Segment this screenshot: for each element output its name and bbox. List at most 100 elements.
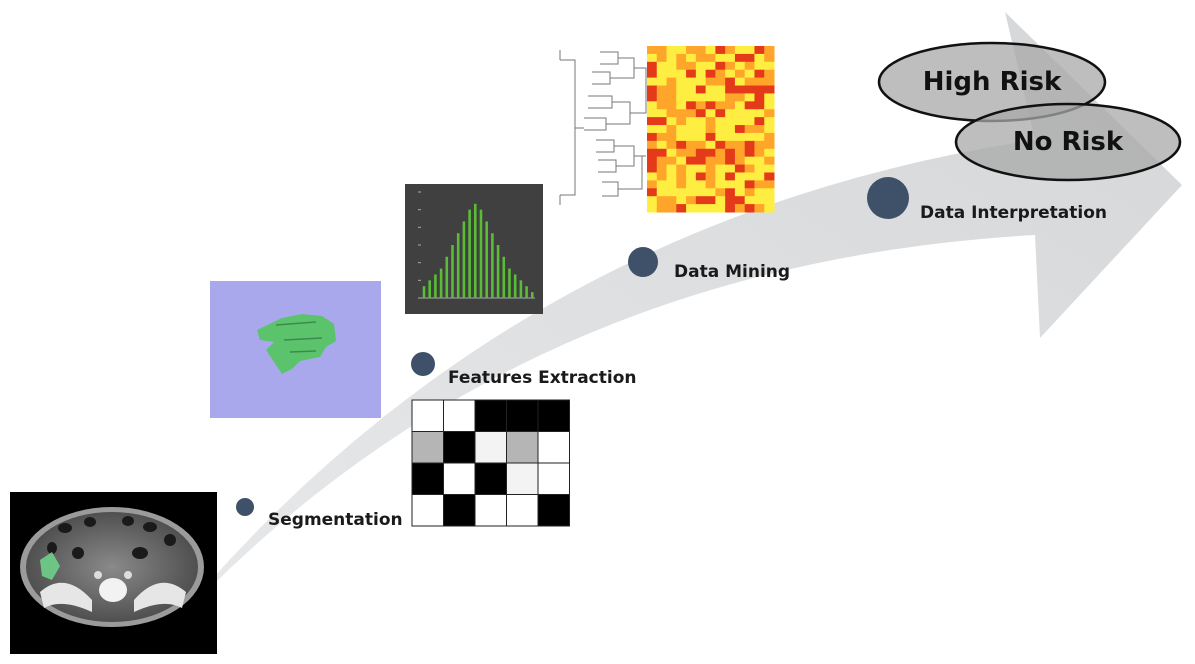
heatmap-cell [744, 172, 755, 181]
heatmap-cell [705, 61, 716, 71]
heatmap-cell [676, 172, 687, 181]
matrix-cell [506, 399, 539, 432]
heatmap-cell [734, 140, 746, 150]
heatmap-cell [764, 125, 775, 134]
heatmap-cell [764, 117, 775, 126]
texture-matrix [411, 399, 570, 527]
heatmap-cell [695, 180, 707, 189]
no-risk-ellipse [954, 102, 1182, 182]
matrix-cell [411, 399, 444, 432]
heatmap-cell [695, 156, 707, 166]
heatmap-cell [695, 148, 707, 158]
heatmap-cell [676, 69, 687, 79]
progress-arrow [160, 12, 1182, 640]
step-dot-features-extraction [411, 352, 435, 376]
heatmap-cell [734, 188, 746, 197]
heatmap-cell [705, 53, 716, 63]
heatmap-cell [705, 132, 716, 142]
heatmap-cell [666, 188, 677, 197]
heatmap-cell [754, 69, 765, 79]
heatmap-cell [725, 196, 736, 205]
heatmap-cell [734, 132, 746, 142]
heatmap-cell [695, 117, 707, 126]
heatmap-cell [676, 46, 687, 55]
heatmap-cell [695, 196, 707, 205]
heatmap-cell [725, 204, 736, 213]
matrix-cell [537, 431, 570, 464]
heatmap-cell [666, 148, 677, 158]
heatmap-cell [705, 148, 716, 158]
heatmap-cell [647, 85, 658, 94]
heatmap-cell [695, 132, 707, 142]
heatmap-cell [744, 109, 755, 118]
feature-histogram [405, 184, 543, 314]
heatmap-cell [725, 140, 736, 150]
heatmap-cell [647, 140, 658, 150]
heatmap-cell [715, 46, 726, 55]
histogram-bar [508, 268, 511, 298]
heatmap-cell [715, 101, 726, 110]
heatmap-cell [744, 46, 755, 55]
heatmap-cell [695, 188, 707, 197]
heatmap-cell [656, 69, 668, 79]
heatmap-cell [754, 53, 765, 63]
heatmap-cell [705, 125, 716, 134]
heatmap-cell [656, 101, 668, 110]
heatmap-cell [686, 164, 697, 173]
histogram-bar [468, 209, 471, 298]
histogram-bar [496, 245, 500, 298]
heatmap-cell [676, 101, 687, 110]
heatmap-cell [754, 117, 765, 126]
heatmap-cell [754, 164, 765, 173]
heatmap-cell [725, 125, 736, 134]
histogram-bar [491, 233, 494, 298]
heatmap-cell [754, 93, 765, 102]
heatmap-cell [764, 69, 775, 79]
heatmap-cell [754, 196, 765, 205]
heatmap-cell [695, 101, 707, 110]
heatmap-cell [656, 85, 668, 94]
heatmap-cell [666, 46, 677, 55]
matrix-cell [506, 431, 539, 464]
heatmap-cell [734, 172, 746, 181]
heatmap-cell [744, 140, 755, 150]
heatmap-cell [764, 46, 775, 55]
heatmap-cell [734, 148, 746, 158]
heatmap-cell [666, 180, 677, 189]
heatmap-cell [676, 109, 687, 118]
heatmap-cell [647, 204, 658, 213]
heatmap-cell [754, 109, 765, 118]
heatmap-cell [676, 204, 687, 213]
heatmap-cell [647, 109, 658, 118]
histogram-bar [531, 292, 534, 298]
heatmap-cell [764, 164, 775, 173]
heatmap-cell [725, 188, 736, 197]
heatmap-cell [666, 77, 677, 87]
heatmap-cell [764, 188, 775, 197]
heatmap-cell [754, 140, 765, 150]
heatmap-cell [754, 188, 765, 197]
heatmap-cell [695, 204, 707, 213]
heatmap-cell [744, 53, 755, 63]
heatmap-cell [705, 172, 716, 181]
heatmap-cell [764, 93, 775, 102]
heatmap-cell [715, 140, 726, 150]
heatmap-cell [676, 61, 687, 71]
matrix-cell [506, 494, 539, 527]
heatmap-cell [666, 156, 677, 166]
heatmap-cell [744, 61, 755, 71]
heatmap-cell [686, 180, 697, 189]
heatmap-cell [744, 164, 755, 173]
heatmap-cell [686, 148, 697, 158]
heatmap-cell [686, 125, 697, 134]
heatmap-cell [725, 109, 736, 118]
heatmap-cell [764, 172, 775, 181]
heatmap-cell [666, 61, 677, 71]
high-risk-label: High Risk [922, 67, 1062, 97]
heatmap-cell [715, 109, 726, 118]
heatmap-cell [656, 180, 668, 189]
heatmap-cell [686, 46, 697, 55]
heatmap-cell [647, 117, 658, 126]
heatmap-cell [676, 117, 687, 126]
matrix-cell [443, 431, 476, 464]
